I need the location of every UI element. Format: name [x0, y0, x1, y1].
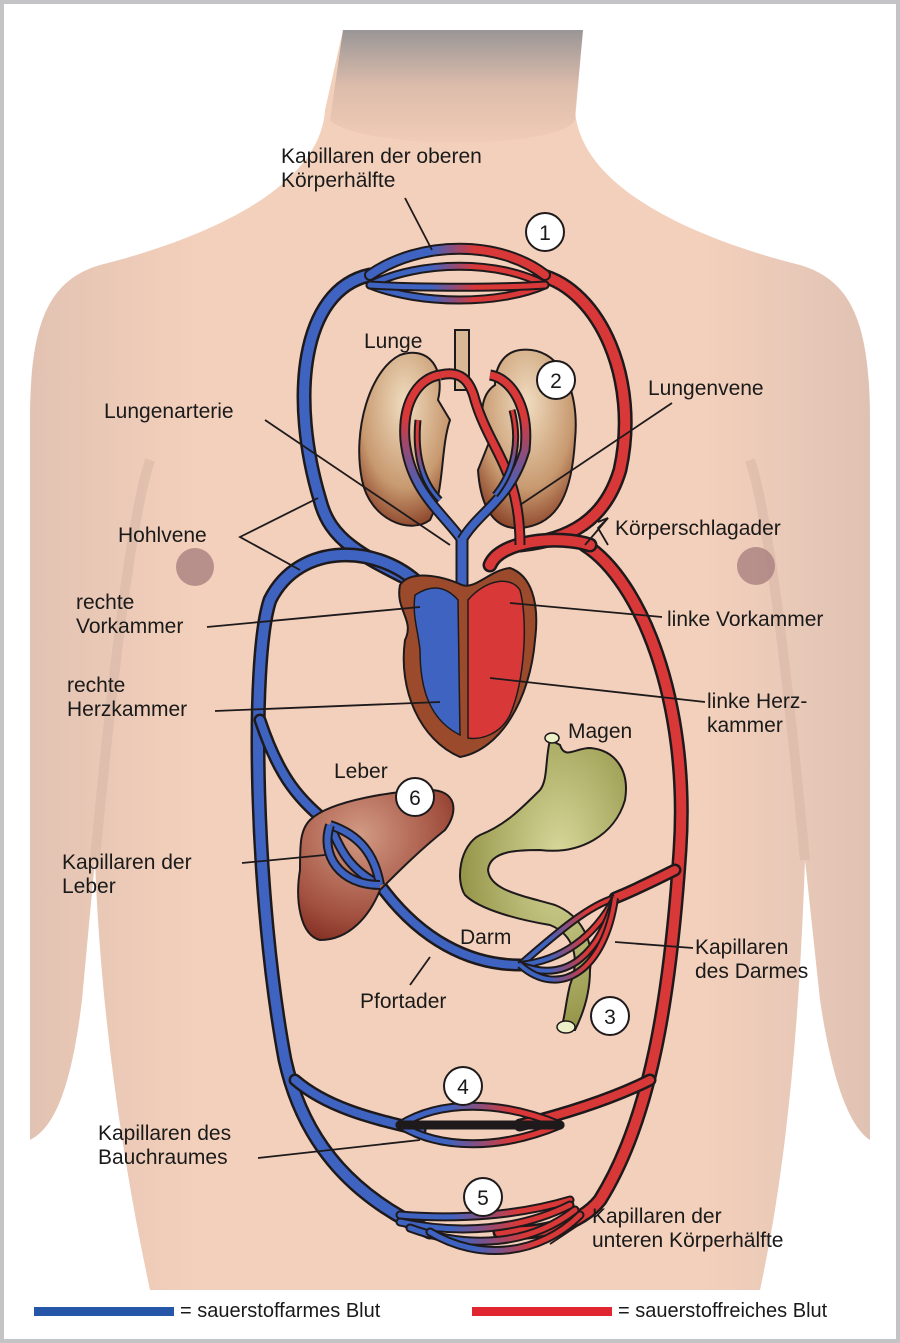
label-liver: Leber — [334, 760, 388, 783]
label-aorta: Körperschlagader — [615, 517, 781, 540]
label-right-atrium-line1: rechte — [76, 591, 134, 614]
marker-2: 2 — [536, 360, 576, 400]
left-nipple — [176, 548, 214, 586]
aorta-upper — [515, 270, 631, 550]
label-capillaries-liver-line1: Kapillaren der — [62, 851, 192, 874]
label-intestine: Darm — [460, 926, 511, 949]
legend-red-swatch — [472, 1307, 612, 1316]
marker-1: 1 — [525, 212, 565, 252]
label-capillaries-abdomen-line2: Bauchraumes — [98, 1146, 228, 1169]
label-capillaries-lower-line1: Kapillaren der — [592, 1205, 722, 1228]
right-heart — [413, 587, 461, 737]
right-nipple — [737, 547, 775, 585]
label-right-atrium-line2: Vorkammer — [76, 615, 183, 638]
svg-text:6: 6 — [409, 787, 421, 810]
label-capillaries-abdomen-line1: Kapillaren des — [98, 1122, 231, 1145]
capillaries-abdomen — [395, 1101, 565, 1149]
legend-blue-swatch — [34, 1307, 174, 1316]
capillaries-lower-body — [395, 1195, 585, 1255]
left-heart — [467, 580, 526, 740]
label-capillaries-upper-line1: Kapillaren der oberen — [281, 145, 482, 168]
label-capillaries-intestine-line1: Kapillaren — [695, 936, 788, 959]
markers: 1 2 3 4 5 6 — [395, 212, 630, 1217]
heart — [398, 566, 538, 759]
svg-text:2: 2 — [550, 370, 562, 393]
circulatory-system-diagram: Kapillaren der oberen Körperhälfte Lunge… — [30, 30, 870, 1290]
marker-6: 6 — [395, 777, 435, 817]
marker-3: 3 — [590, 996, 630, 1036]
label-right-ventricle-line1: rechte — [67, 674, 125, 697]
label-capillaries-intestine-line2: des Darmes — [695, 960, 808, 983]
svg-text:1: 1 — [539, 222, 551, 245]
label-capillaries-lower-line2: unteren Körperhälfte — [592, 1229, 783, 1252]
label-pulmonary-vein: Lungenvene — [648, 377, 764, 400]
svg-text:3: 3 — [604, 1006, 616, 1029]
legend-deoxygenated-label: = sauerstoffarmes Blut — [180, 1300, 381, 1322]
legend-oxygenated-label: = sauerstoffreiches Blut — [618, 1300, 828, 1322]
legend: = sauerstoffarmes Blut = sauerstoffreich… — [4, 1292, 896, 1332]
label-capillaries-liver-line2: Leber — [62, 875, 116, 898]
legend-deoxygenated: = sauerstoffarmes Blut — [34, 1300, 380, 1323]
label-left-ventricle-line1: linke Herz- — [707, 690, 807, 713]
capillaries-upper-body — [364, 242, 551, 305]
liver — [297, 788, 455, 942]
marker-5: 5 — [463, 1177, 503, 1217]
lower-vena-cava — [253, 549, 435, 1237]
label-right-ventricle-line2: Herzkammer — [67, 698, 187, 721]
label-left-atrium: linke Vorkammer — [667, 608, 823, 631]
label-portal-vein: Pfortader — [360, 990, 446, 1013]
label-stomach: Magen — [568, 720, 632, 743]
aortic-arch — [485, 535, 595, 570]
label-pulmonary-artery: Lungenarterie — [104, 400, 234, 423]
label-capillaries-upper-line2: Körperhälfte — [281, 169, 395, 192]
capillaries-intestine — [517, 894, 619, 984]
label-lung: Lunge — [364, 330, 422, 353]
marker-4: 4 — [443, 1066, 483, 1106]
legend-oxygenated: = sauerstoffreiches Blut — [472, 1300, 827, 1323]
label-vena-cava: Hohlvene — [118, 524, 207, 547]
leader-lines — [206, 197, 706, 1245]
svg-text:5: 5 — [477, 1187, 489, 1210]
label-left-ventricle-line2: kammer — [707, 714, 783, 737]
labels: Kapillaren der oberen Körperhälfte Lunge… — [62, 145, 823, 1252]
svg-text:4: 4 — [457, 1076, 469, 1099]
portal-vein — [376, 881, 524, 969]
